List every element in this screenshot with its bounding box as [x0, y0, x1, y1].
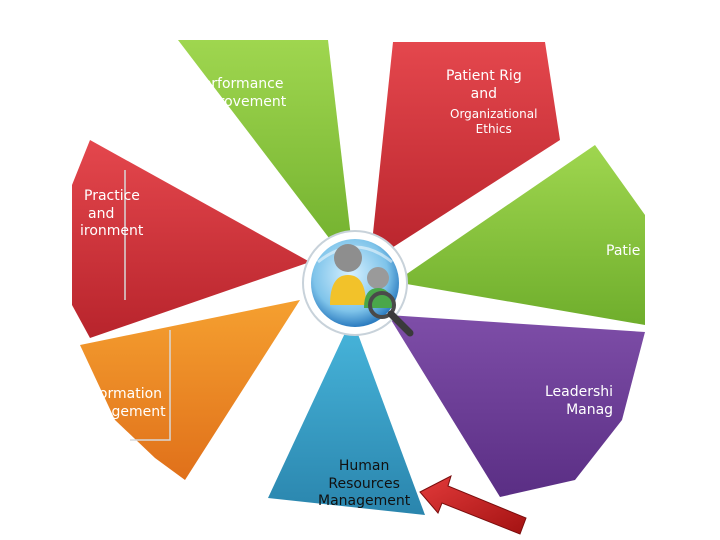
label-organizational-ethics: Organizational Ethics	[450, 107, 538, 136]
label-patient-rights: Patient Rig and	[446, 68, 522, 102]
segment-patient	[395, 145, 645, 325]
label-human-resources: Human Resources Management	[318, 458, 411, 509]
segment-leadership	[388, 315, 645, 497]
people-search-icon	[302, 230, 414, 337]
segment-practice-environment	[72, 140, 310, 338]
outline-left-lower	[130, 330, 171, 441]
red-arrow-icon	[419, 475, 527, 535]
label-leadership: Leadershi Manag	[545, 384, 614, 418]
segment-patient-rights	[370, 42, 560, 262]
label-practice-environment: Practice and ironment	[80, 188, 144, 239]
segment-information-management	[80, 300, 300, 480]
segment-performance-improvement	[178, 40, 355, 272]
segment-human-resources	[268, 318, 425, 515]
label-patient: Patie	[606, 243, 641, 259]
label-performance-improvement: Performance Improvement	[192, 76, 287, 110]
label-information-management: formation nagement	[94, 386, 166, 420]
